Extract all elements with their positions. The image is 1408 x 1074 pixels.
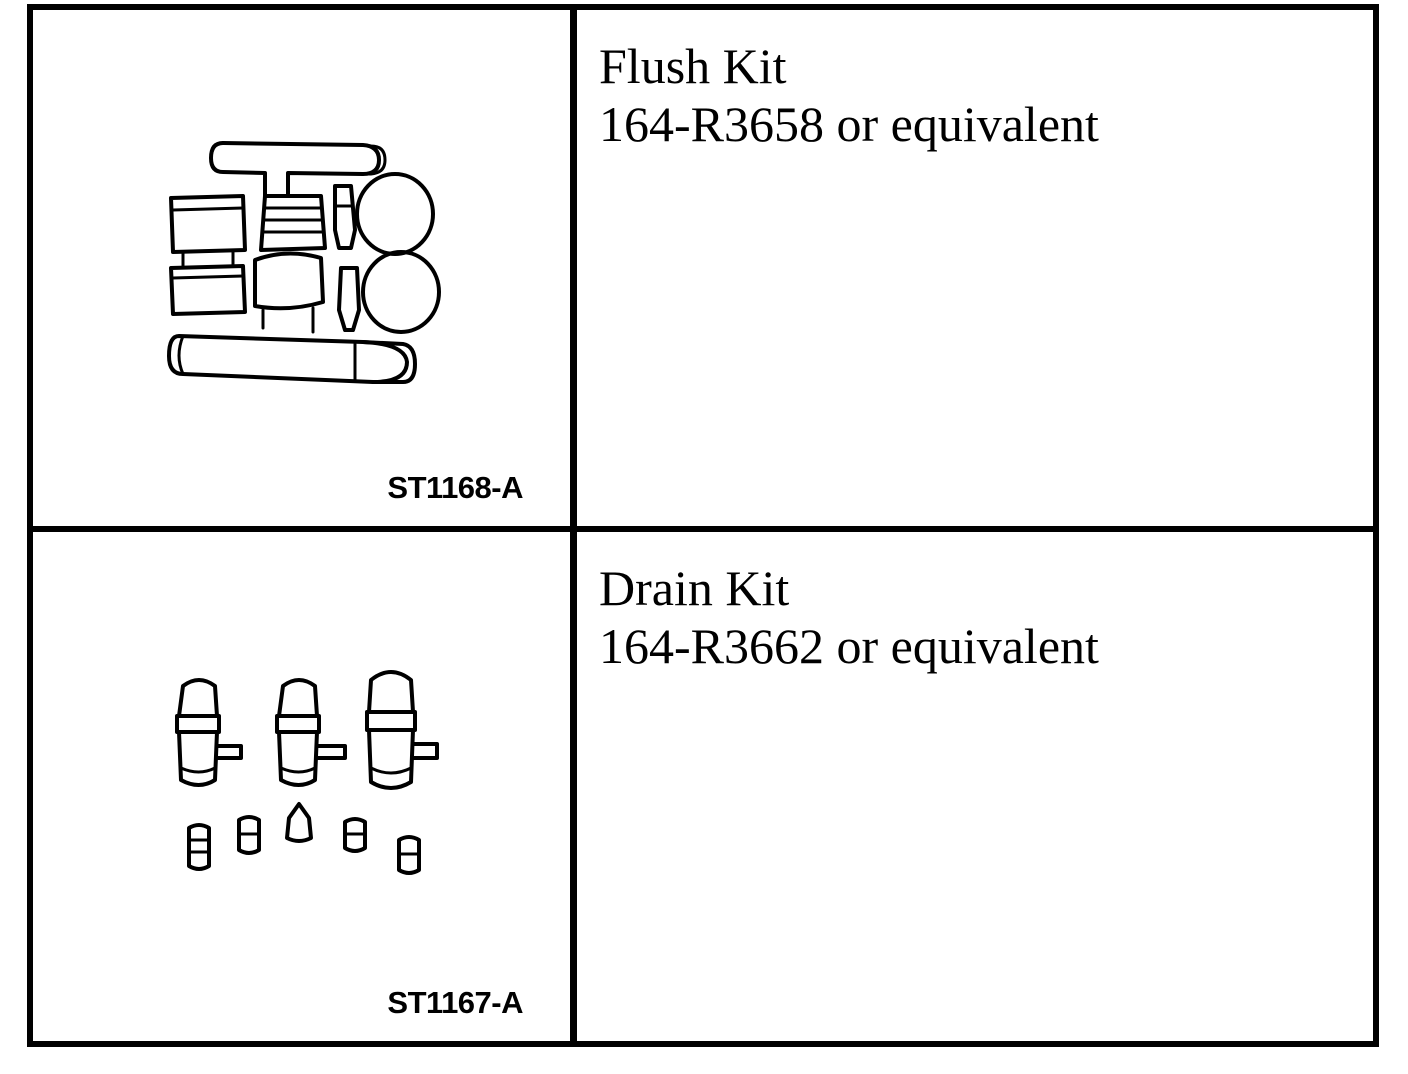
tool-row-drain-kit: ST1167-A Drain Kit 164-R3662 or equivale… bbox=[33, 532, 1373, 1041]
illustration-cell: ST1167-A bbox=[33, 532, 570, 1041]
tool-number: 164-R3662 or equivalent bbox=[599, 618, 1099, 674]
tool-row-flush-kit: ST1168-A Flush Kit 164-R3658 or equivale… bbox=[33, 10, 1373, 526]
figure-code: ST1167-A bbox=[387, 985, 523, 1020]
column-divider bbox=[570, 10, 577, 1041]
figure-code: ST1168-A bbox=[387, 470, 523, 505]
description-cell: Flush Kit 164-R3658 or equivalent bbox=[577, 10, 1373, 526]
description-cell: Drain Kit 164-R3662 or equivalent bbox=[577, 532, 1373, 1041]
drain-kit-icon bbox=[175, 670, 439, 875]
tool-number: 164-R3658 or equivalent bbox=[599, 96, 1099, 152]
tool-table: ST1168-A Flush Kit 164-R3658 or equivale… bbox=[27, 4, 1379, 1047]
tool-name: Flush Kit bbox=[599, 38, 787, 94]
flush-kit-icon bbox=[167, 141, 441, 384]
tool-name: Drain Kit bbox=[599, 560, 790, 616]
row-divider bbox=[33, 526, 1373, 532]
illustration-cell: ST1168-A bbox=[33, 10, 570, 526]
